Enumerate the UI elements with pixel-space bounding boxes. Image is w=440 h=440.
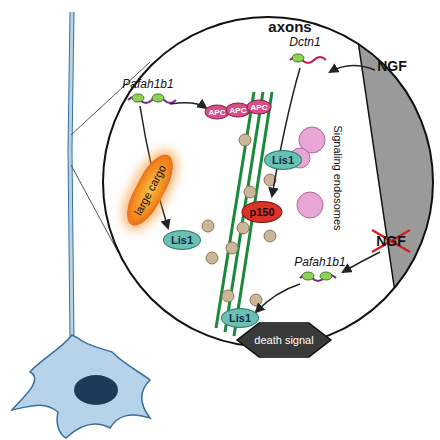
endosome-label: Signaling endosomes	[332, 125, 344, 230]
axon	[70, 12, 72, 340]
gene-label: Pafah1b1	[122, 77, 173, 91]
ribosome	[132, 94, 164, 102]
terminal-region	[352, 0, 440, 340]
node-text: p150	[249, 206, 274, 218]
ligand-label: NGF	[376, 233, 406, 249]
node-text: APC	[230, 106, 247, 115]
lis1-protein: Lis1	[221, 308, 259, 328]
apc-protein: APC	[247, 100, 272, 115]
region-label: axons	[268, 18, 311, 35]
node-text: Lis1	[272, 154, 294, 166]
death-signal: death signal	[235, 322, 333, 358]
endosome	[297, 192, 323, 218]
node-text: APC	[209, 108, 226, 117]
arrow	[140, 65, 380, 312]
lis1-protein: Lis1	[163, 230, 201, 250]
ligand-label: NGF	[377, 58, 407, 74]
large-cargo: large cargo	[119, 149, 181, 232]
node-text: APC	[251, 103, 268, 112]
node-text: large cargo	[132, 163, 168, 217]
ribosome	[302, 272, 332, 280]
lis1-protein: Lis1	[264, 150, 302, 170]
soma	[12, 335, 150, 438]
nucleus	[74, 375, 118, 405]
cross-mark	[372, 230, 410, 252]
node-text: Lis1	[229, 312, 251, 324]
p150-protein: p150	[241, 201, 282, 223]
gene-label: Pafah1b1	[294, 255, 345, 269]
axon-fill	[70, 12, 72, 340]
node-text: death signal	[254, 335, 313, 346]
node-text: Lis1	[171, 234, 193, 246]
gene-label: Dctn1	[289, 35, 320, 49]
zoom-circle	[103, 17, 433, 347]
ribosome	[292, 54, 304, 62]
